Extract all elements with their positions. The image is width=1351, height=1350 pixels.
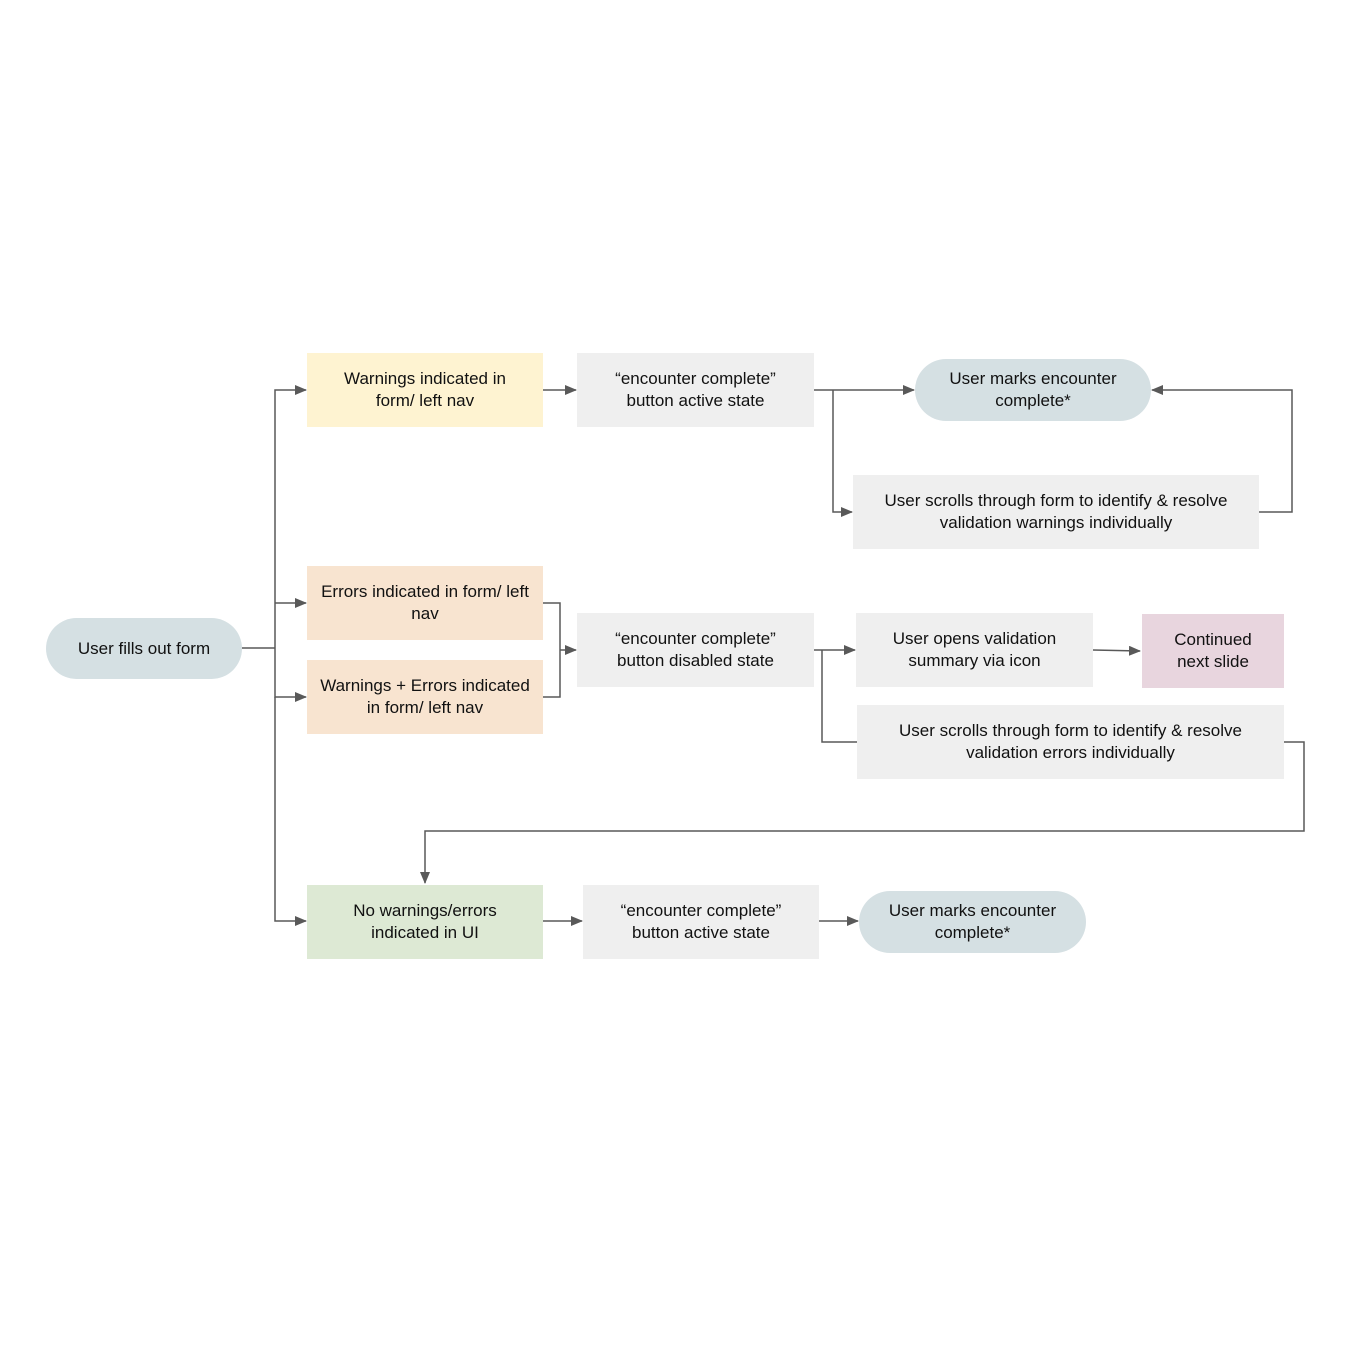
connector-to-warnings-errors xyxy=(274,648,307,702)
button-disabled-node: “encounter complete” button disabled sta… xyxy=(577,613,814,687)
resolve-warnings-node: User scrolls through form to identify & … xyxy=(853,475,1259,549)
connector-to-warnings xyxy=(274,385,307,648)
connector-disabled-to-resolve-errors xyxy=(821,650,857,743)
marks-complete-node: User marks encounter complete* xyxy=(915,359,1151,421)
warnings-node: Warnings indicated in form/ left nav xyxy=(307,353,543,427)
errors-node: Errors indicated in form/ left nav xyxy=(307,566,543,640)
continued-node: Continued next slide xyxy=(1142,614,1284,688)
marks-complete-node-2: User marks encounter complete* xyxy=(859,891,1086,953)
button-active-node-2: “encounter complete” button active state xyxy=(583,885,819,959)
connector-summary-to-continued xyxy=(1092,645,1141,656)
no-issues-node: No warnings/errors indicated in UI xyxy=(307,885,543,959)
resolve-errors-node: User scrolls through form to identify & … xyxy=(857,705,1284,779)
connector-button-to-resolve-warnings xyxy=(832,390,853,517)
open-summary-node: User opens validation summary via icon xyxy=(856,613,1093,687)
warnings-errors-node: Warnings + Errors indicated in form/ lef… xyxy=(307,660,543,734)
connector-resolve-errors-to-no-issues xyxy=(420,741,1305,884)
button-active-node: “encounter complete” button active state xyxy=(577,353,814,427)
connector-resolve-warnings-loop xyxy=(1151,385,1293,513)
connector-errors-bracket xyxy=(543,602,561,698)
start-node: User fills out form xyxy=(46,618,242,679)
connector-to-no-issues xyxy=(274,697,307,926)
